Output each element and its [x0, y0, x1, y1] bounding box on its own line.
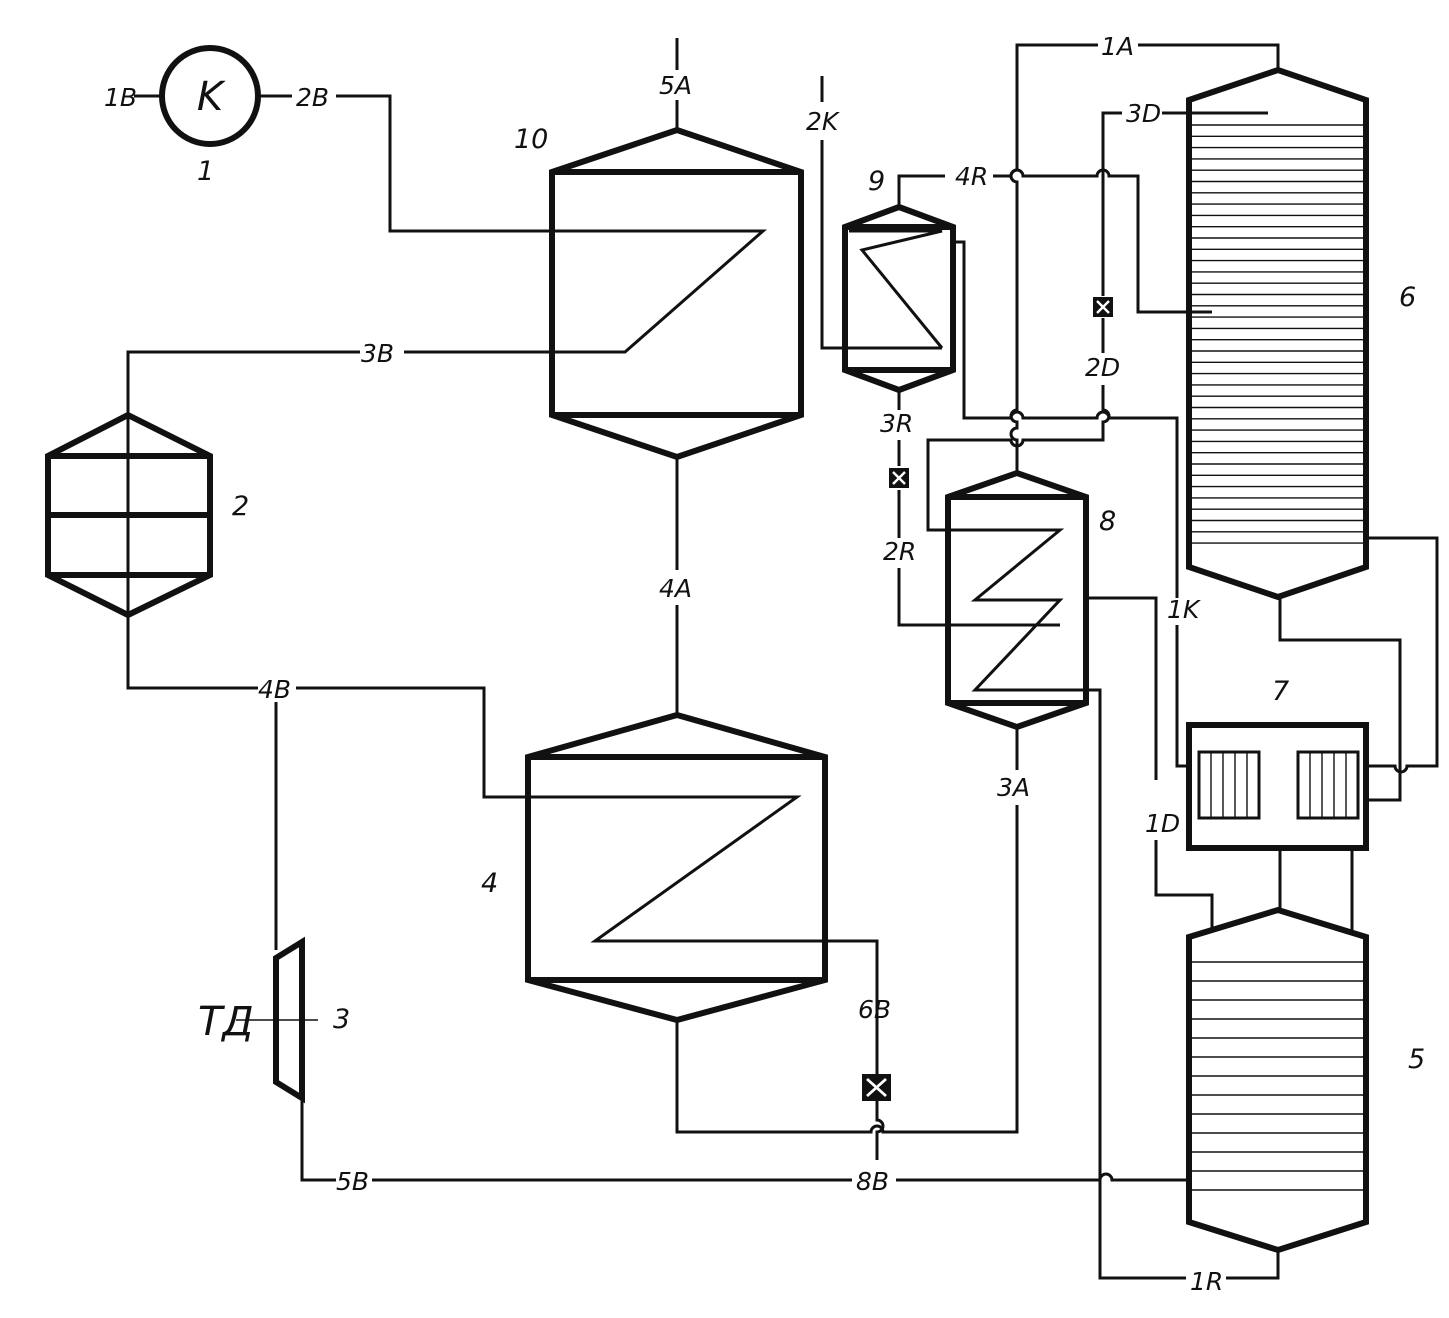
line-6-bottom-to-7: [1278, 597, 1402, 802]
equipment-number-6: 6: [1399, 282, 1416, 313]
line-1D-into-5: [1154, 840, 1214, 930]
line-1R-left: [1098, 1180, 1186, 1280]
equipment-number-9: 9: [868, 166, 885, 197]
stream-1B: 1B: [104, 83, 137, 112]
line-1A-left: [1009, 43, 1098, 473]
stream-5B: 5B: [336, 1167, 369, 1196]
vessel-4: [525, 711, 828, 1024]
stream-3R: 3R: [880, 409, 913, 438]
column-5-trays: [1192, 961, 1363, 1191]
stream-3A: 3A: [997, 773, 1030, 802]
stream-5A: 5A: [659, 71, 692, 100]
equipment-number-4: 4: [481, 868, 498, 899]
line-6B-to-8B: [875, 1097, 885, 1160]
line-8-to-1D: [1086, 596, 1158, 780]
vessel-8-bands: [948, 494, 1086, 706]
stream-2D: 2D: [1085, 353, 1120, 382]
coil-9: [849, 229, 944, 349]
column-6: [1186, 66, 1369, 601]
compressor-symbol: K: [197, 74, 226, 120]
stream-2B: 2B: [296, 83, 329, 112]
vessel-10-bands: [552, 169, 801, 418]
turbine-label: ТД: [198, 999, 254, 1045]
stream-2R: 2R: [883, 537, 916, 566]
vessel-4-bands: [528, 754, 825, 983]
valve-6B: [862, 1074, 891, 1101]
stream-4B: 4B: [258, 675, 291, 704]
vessel-10: [549, 126, 804, 461]
line-9-to-1K: [953, 240, 1179, 598]
line-3B: [126, 350, 360, 415]
valve-2R: [889, 468, 909, 488]
reboiler-7-bundle-right: [1296, 750, 1360, 820]
valve-2D: [1093, 297, 1113, 317]
line-1A-right: [1138, 43, 1280, 70]
equipment-number-10: 10: [514, 124, 548, 155]
compressor-1: [159, 45, 261, 147]
line-4R-to-6: [993, 168, 1212, 314]
stream-6B: 6B: [858, 995, 891, 1024]
equipment-number-1: 1: [197, 156, 214, 187]
reboiler-7-bundle-right-tubes: [1309, 752, 1347, 818]
equipment-number-7: 7: [1272, 676, 1289, 707]
reboiler-7: [1186, 722, 1369, 851]
stream-3D: 3D: [1126, 99, 1161, 128]
equipment-number-2: 2: [232, 491, 249, 522]
equipment-number-8: 8: [1099, 506, 1116, 537]
stream-4A: 4A: [659, 574, 692, 603]
line-4-bottom-to-3A: [675, 805, 1019, 1134]
vessel-9: [842, 203, 956, 394]
stream-1D: 1D: [1145, 809, 1180, 838]
line-4R-left: [897, 174, 945, 207]
stream-1K: 1K: [1167, 595, 1202, 624]
stream-3B: 3B: [361, 339, 394, 368]
line-4B-left: [126, 615, 258, 690]
equipment-number-5: 5: [1408, 1044, 1425, 1075]
line-3D-down: [1101, 111, 1122, 296]
reboiler-7-bundle-left: [1197, 750, 1261, 820]
stream-4R: 4R: [955, 162, 988, 191]
line-1K-to-7: [1175, 625, 1189, 768]
equipment-number-3: 3: [333, 1004, 350, 1035]
column-6-trays: [1192, 124, 1363, 544]
line-5B-left: [300, 1100, 336, 1182]
line-1R-right: [1226, 1250, 1280, 1280]
column-5: [1186, 906, 1369, 1254]
line-8B-to-5: [896, 1172, 1189, 1182]
stream-2K: 2K: [806, 107, 841, 136]
line-2K-into-9: [820, 140, 942, 350]
line-4B-coil-4: [296, 686, 879, 1076]
equipment: [45, 45, 1369, 1254]
turbine-3: [273, 936, 305, 1104]
line-6-side-to-7: [1366, 536, 1439, 774]
stream-8B: 8B: [856, 1167, 889, 1196]
labels: K ТД 1 2 3 4 5 6 7 8 9 10 1B 2B 3B 4B 5B…: [104, 32, 1425, 1296]
line-2R-into-8: [897, 568, 1060, 627]
stream-1R: 1R: [1190, 1267, 1223, 1296]
line-2B-coil-10: [336, 94, 767, 354]
reboiler-7-bundle-left-tubes: [1210, 752, 1248, 818]
pipelines: [126, 38, 1439, 1280]
stream-1A: 1A: [1101, 32, 1134, 61]
vessel-9-bands: [845, 224, 953, 373]
